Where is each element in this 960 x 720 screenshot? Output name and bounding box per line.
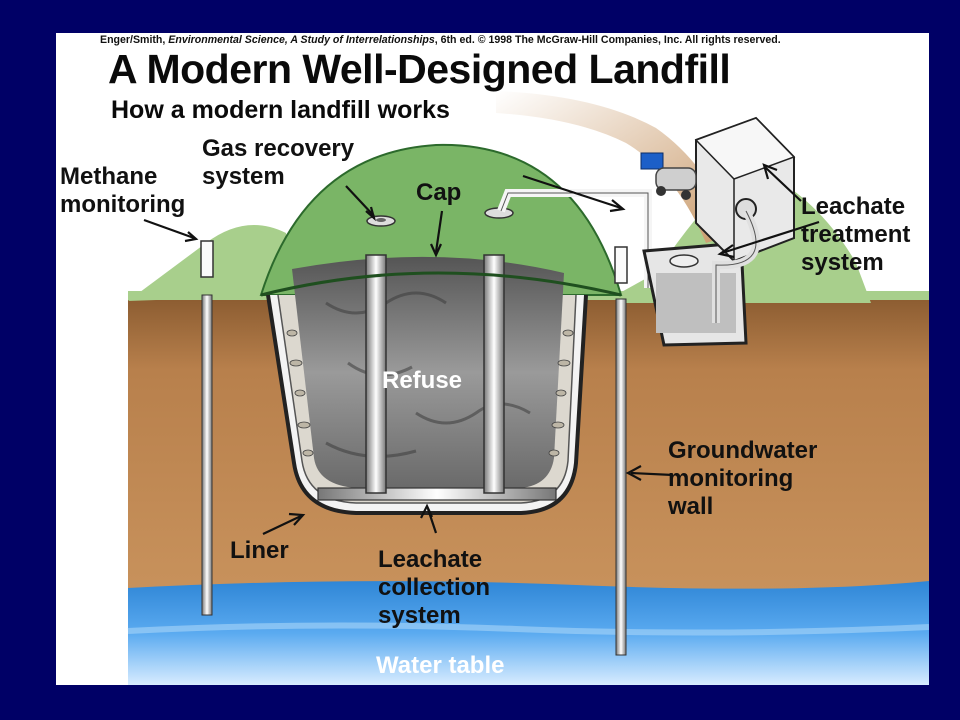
gas-well-left: [365, 254, 387, 494]
gas-well-right: [483, 254, 505, 494]
truck: [640, 152, 697, 200]
groundwater-monitoring-well: [615, 298, 627, 656]
diagram-title: A Modern Well-Designed Landfill: [108, 46, 731, 92]
label-liner: Liner: [230, 537, 289, 564]
label-water-table: Water table: [376, 652, 505, 679]
slide-panel: Enger/Smith, Environmental Science, A St…: [56, 33, 929, 685]
leachate-collection-pipe: [317, 487, 557, 501]
water-table-layer: [128, 581, 929, 685]
diagram-subtitle: How a modern landfill works: [111, 96, 450, 124]
methane-well-left: [200, 240, 214, 278]
methane-well-right: [614, 246, 628, 284]
pointer-arrows: [143, 163, 820, 535]
label-refuse: Refuse: [382, 367, 463, 394]
landfill-diagram: [127, 91, 929, 685]
label-cap: Cap: [416, 179, 462, 206]
copyright-credit: Enger/Smith, Environmental Science, A St…: [100, 34, 781, 46]
